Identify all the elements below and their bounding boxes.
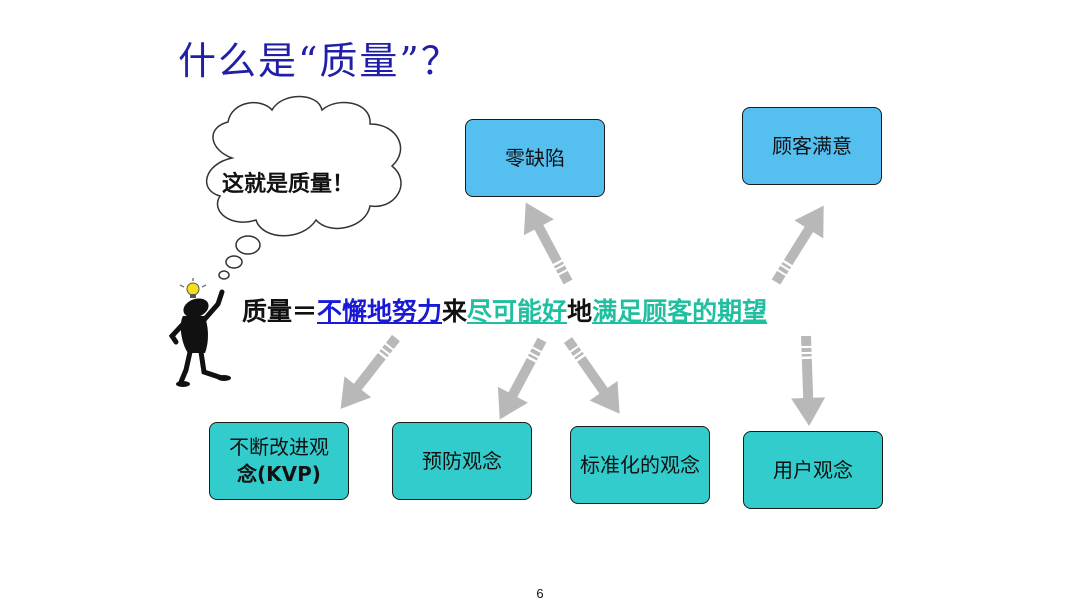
box-user: 用户观念 [743,431,883,509]
formula-part-expectation[interactable]: 满足顾客的期望 [592,297,768,326]
box-standardization-label: 标准化的观念 [580,452,700,477]
arrow-to-zero-defect [510,194,584,290]
arrow-to-customer-satisfaction [761,196,839,292]
box-prevention: 预防观念 [392,422,532,500]
formula-conjunction-1: 来 [442,297,468,326]
quality-formula: 质量＝不懈地努力来尽可能好地满足顾客的期望 [242,292,767,328]
box-continuous-improvement-label: 不断改进观 念(KVP) [229,434,329,488]
page-title: 什么是“质量”？ [178,39,461,83]
box-standardization: 标准化的观念 [570,426,710,504]
formula-prefix: 质量＝ [242,297,318,326]
box-user-label: 用户观念 [773,457,853,482]
formula-part-effort[interactable]: 不懈地努力 [317,297,443,326]
box-zero-defect: 零缺陷 [465,119,605,197]
page-number: 6 [536,586,544,601]
formula-part-best[interactable]: 尽可能好 [467,297,568,326]
thought-bubble-text: 这就是质量！ [222,172,355,197]
box-customer-satisfaction: 顾客满意 [742,107,882,185]
box-customer-satisfaction-label: 顾客满意 [772,133,852,158]
arrow-to-standardization [554,330,634,424]
box-continuous-improvement-line2: 念(KVP) [237,462,321,486]
arrow-to-prevention [484,332,558,428]
arrow-to-continuous-improvement [327,327,410,420]
formula-conjunction-2: 地 [567,297,593,326]
thinking-person-icon [168,278,231,387]
box-zero-defect-label: 零缺陷 [505,145,565,170]
thought-cloud [205,95,402,280]
arrow-to-user [789,335,827,427]
box-prevention-label: 预防观念 [422,448,502,473]
box-continuous-improvement-line1: 不断改进观 [229,435,329,459]
box-continuous-improvement: 不断改进观 念(KVP) [209,422,349,500]
